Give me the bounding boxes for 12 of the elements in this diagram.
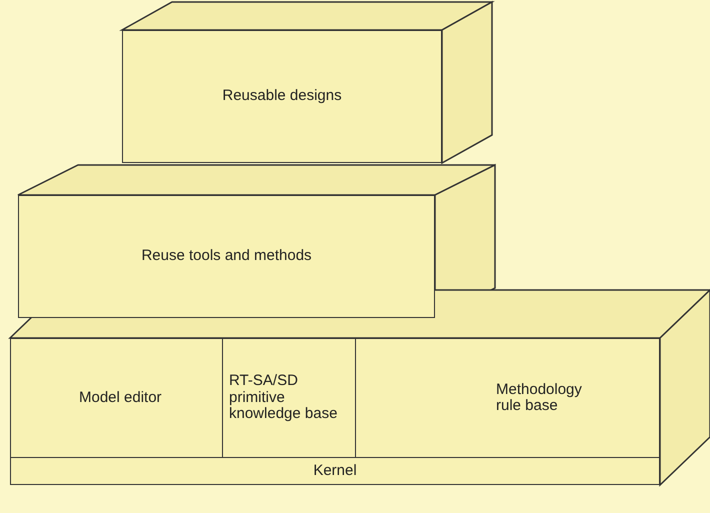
block-label: Methodology rule base xyxy=(496,382,583,414)
module-box xyxy=(10,338,223,458)
kernel-bar xyxy=(10,457,660,485)
block-label: RT-SA/SD primitive knowledge base xyxy=(229,373,338,423)
layer-block xyxy=(122,30,442,163)
block-label: Reusable designs xyxy=(222,88,342,105)
layer-block xyxy=(18,195,435,318)
module-box xyxy=(222,338,356,458)
block-label: Kernel xyxy=(313,462,357,480)
block-label: Model editor xyxy=(79,390,162,406)
module-box xyxy=(355,338,660,458)
block-label: Reuse tools and methods xyxy=(141,248,312,265)
